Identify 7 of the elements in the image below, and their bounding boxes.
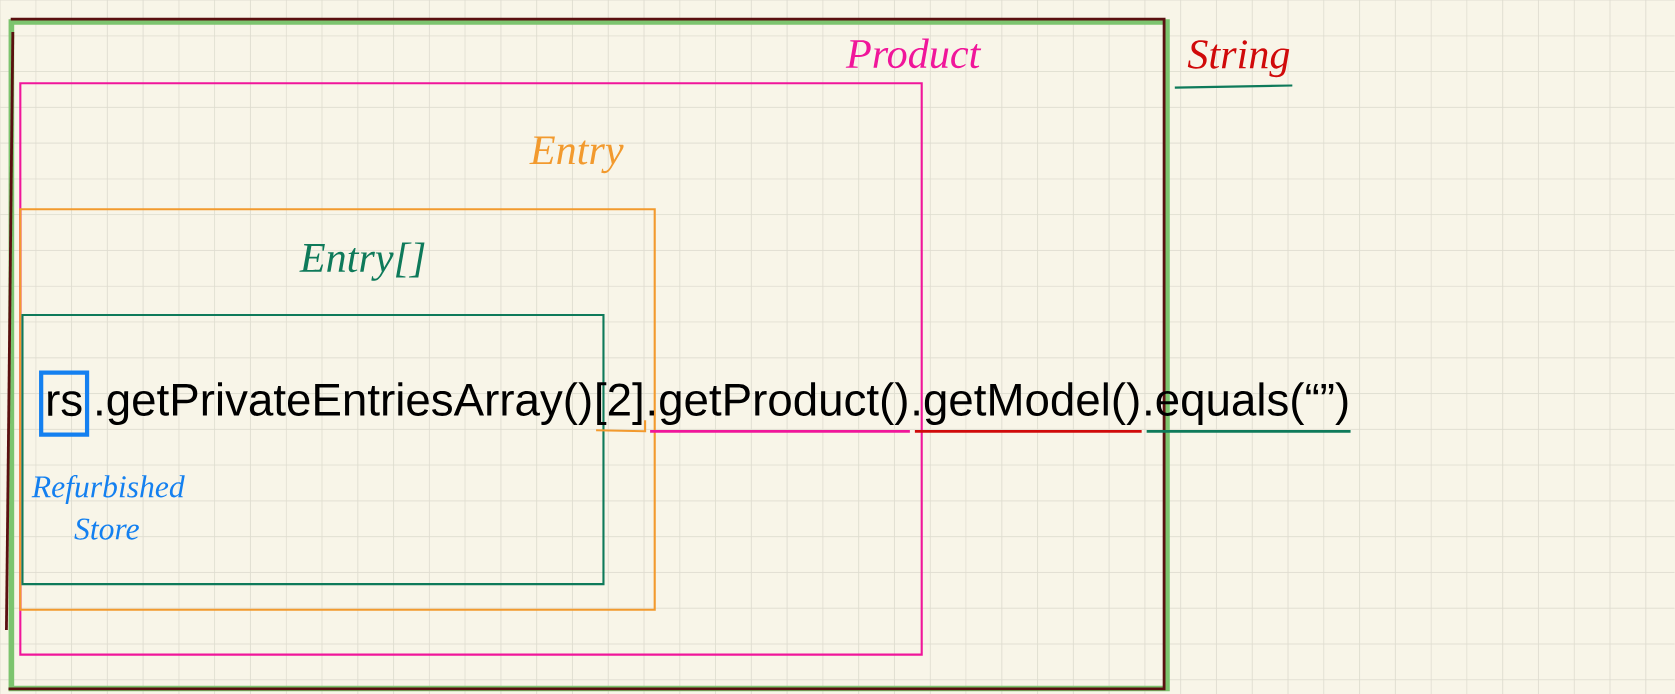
highlight-box: rs	[39, 370, 90, 437]
handwritten-note: Refurbished Store	[31, 474, 185, 540]
node-label: Entry	[529, 136, 624, 174]
node-label: Product	[845, 38, 982, 69]
code-text: .getPrivateEntriesArray()	[97, 382, 591, 425]
node-label: Entry[]	[299, 242, 425, 281]
node-label: String	[1187, 40, 1290, 78]
